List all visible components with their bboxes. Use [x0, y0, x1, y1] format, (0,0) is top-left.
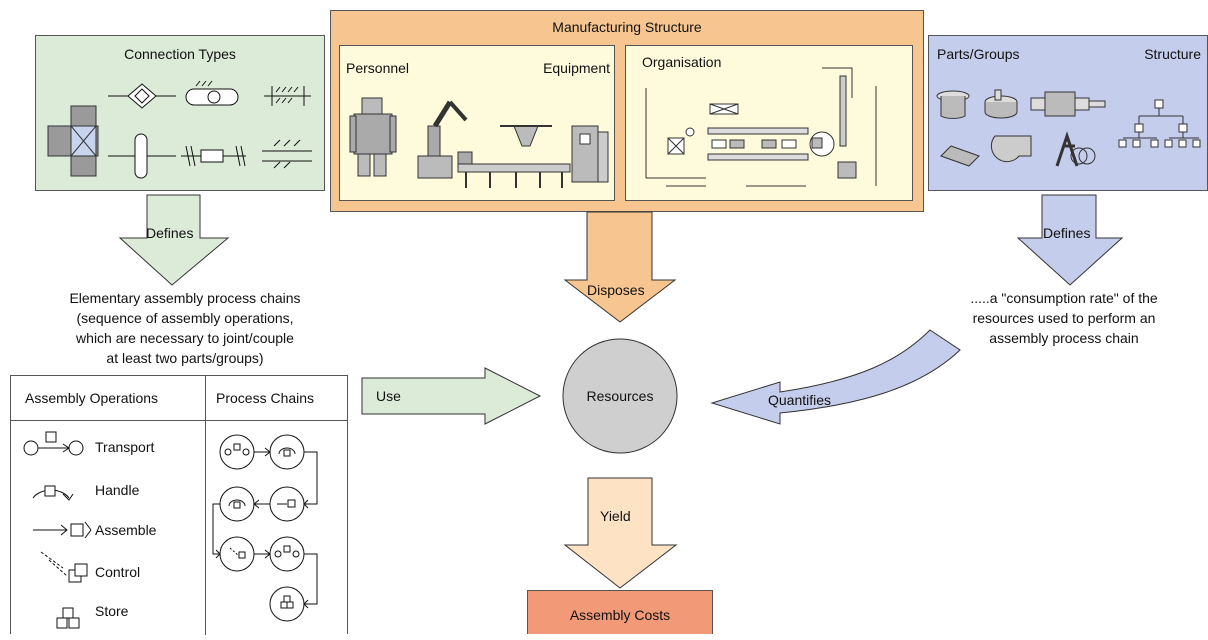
- resources-circle: [562, 338, 678, 454]
- yield-label: Yield: [600, 508, 631, 524]
- assembly-operations-header: Assembly Operations: [25, 390, 159, 406]
- defines-left-arrow: [118, 194, 230, 286]
- parts-groups-title: Parts/Groups: [937, 46, 1020, 62]
- connection-types-panel: Connection Types: [35, 35, 325, 191]
- op-transport: Transport: [95, 439, 155, 455]
- op-handle: Handle: [95, 482, 140, 498]
- connection-type-symbols: [47, 80, 312, 179]
- left-description-line: Elementary assembly process chains: [69, 290, 301, 306]
- left-description-line: at least two parts/groups): [106, 350, 264, 366]
- personnel-equipment-box: Personnel Equipment: [339, 45, 615, 201]
- parts-groups-panel: Parts/Groups Structure: [928, 35, 1208, 191]
- defines-right-label: Defines: [1043, 225, 1091, 241]
- manufacturing-structure-panel: Manufacturing Structure Personnel Equipm…: [330, 10, 924, 212]
- equipment-label: Equipment: [543, 60, 610, 76]
- personnel-label: Personnel: [346, 60, 410, 76]
- defines-right-arrow: [1016, 194, 1124, 286]
- op-assemble: Assemble: [95, 522, 157, 538]
- process-chains-header: Process Chains: [216, 390, 315, 406]
- right-description-line: .....a "consumption rate" of the: [970, 290, 1158, 306]
- right-description-line: assembly process chain: [989, 330, 1139, 346]
- manufacturing-structure-title: Manufacturing Structure: [552, 19, 702, 35]
- equipment-illustration: [349, 97, 609, 188]
- assembly-costs-label: Assembly Costs: [569, 607, 671, 623]
- structure-label: Structure: [1144, 46, 1201, 62]
- connection-types-title: Connection Types: [124, 46, 236, 62]
- use-label: Use: [376, 388, 401, 404]
- disposes-arrow: [563, 211, 677, 323]
- operation-symbols: [23, 431, 92, 629]
- defines-left-label: Defines: [146, 225, 194, 241]
- disposes-label: Disposes: [587, 282, 645, 298]
- right-description-line: resources used to perform an: [972, 310, 1156, 326]
- organisation-box: Organisation: [625, 45, 913, 201]
- quantifies-arrow: [710, 329, 961, 425]
- table-header-divider: [11, 420, 347, 421]
- layout-illustration: [645, 67, 877, 187]
- operations-table: Assembly Operations Process Chains Trans…: [10, 375, 348, 635]
- resources-label: Resources: [586, 388, 654, 404]
- use-arrow: [361, 367, 542, 425]
- right-description: .....a "consumption rate" of the resourc…: [930, 288, 1198, 348]
- left-description-line: which are necessary to joint/couple: [76, 330, 294, 346]
- assembly-costs-box: Assembly Costs: [527, 590, 713, 634]
- process-chain-diagram: [212, 434, 318, 622]
- table-column-divider: [205, 376, 206, 635]
- organisation-label: Organisation: [642, 54, 722, 70]
- yield-arrow: [563, 477, 678, 589]
- left-description-line: (sequence of assembly operations,: [76, 310, 294, 326]
- left-description: Elementary assembly process chains (sequ…: [20, 288, 350, 368]
- op-control: Control: [95, 564, 141, 580]
- op-store: Store: [95, 603, 129, 619]
- parts-illustration: [936, 89, 1201, 167]
- quantifies-label: Quantifies: [768, 392, 832, 408]
